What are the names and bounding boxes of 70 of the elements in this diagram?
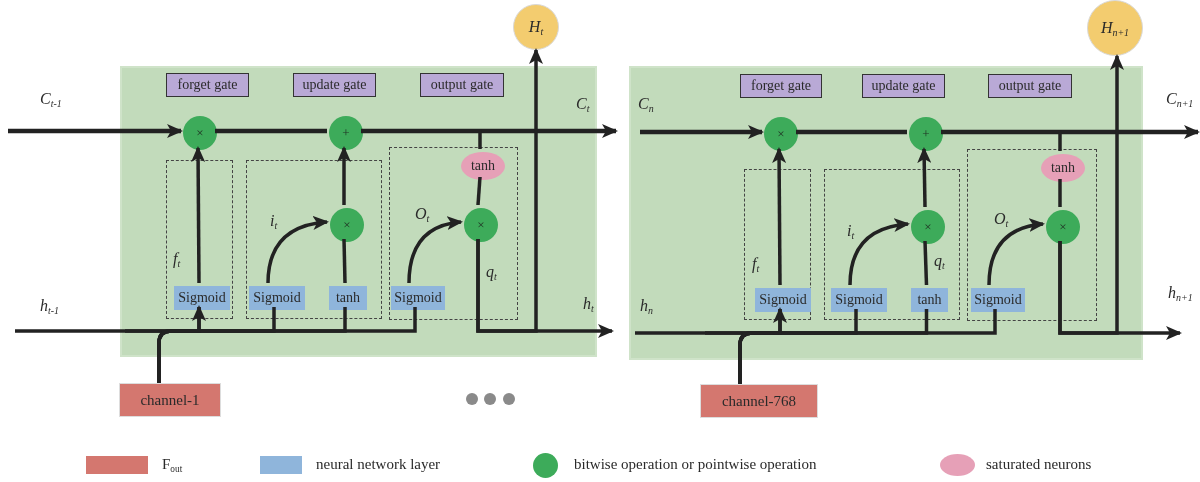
saturated-neuron-ellipse: tanh [1041,154,1085,182]
gate-label: update gate [862,74,945,98]
variable-label: q$_{t}$ [934,252,945,270]
operation-circle: + [909,117,943,151]
connector-arrow [15,305,206,333]
operation-circle: × [1046,210,1080,244]
variable-label: f$_{t}$ [173,250,181,268]
variable-label: h$_{n+1}$ [1168,284,1193,302]
connector-arrow [8,124,183,138]
dashed-group-frame [389,147,518,320]
gate-label: output gate [988,74,1072,98]
lstm-cell-panel [120,66,597,357]
layer-box: Sigmoid [249,286,305,310]
gate-label: update gate [293,73,376,97]
connector-arrow [337,146,351,205]
connector-arrow [640,125,764,139]
channel-box: channel-1 [119,383,221,417]
layer-box: Sigmoid [755,288,811,312]
operation-circle: × [330,208,364,242]
operation-circle: × [183,116,217,150]
variable-label: C$_{n+1}$ [1166,90,1194,108]
gate-label: output gate [420,73,504,97]
operation-circle: + [329,116,363,150]
saturated-neuron-ellipse: tanh [461,152,505,180]
dashed-group-frame [967,149,1097,321]
layer-box: Sigmoid [391,286,445,310]
dashed-group-frame [166,160,233,319]
legend-label: saturated neurons [986,456,1092,473]
variable-label: h$_{t}$ [583,295,594,313]
legend-label: F$_{out}$ [162,456,183,473]
layer-box: tanh [911,288,948,312]
connector-arrow [848,218,910,286]
connector-arrow [772,147,787,285]
variable-label: i$_{t}$ [847,222,855,240]
variable-label: q$_{t}$ [486,263,497,281]
variable-label: f$_{t}$ [752,255,760,273]
connector-arrow [1058,241,1182,340]
operation-circle: × [764,117,798,151]
connector-arrow [407,216,463,284]
layer-box: Sigmoid [831,288,887,312]
legend-label: neural network layer [316,456,441,473]
gate-label: forget gate [740,74,822,98]
lstm-cell-panel [629,66,1143,360]
variable-label: C$_{t}$ [576,95,590,113]
gate-label: forget gate [166,73,249,97]
variable-label: O$_{t}$ [415,205,430,223]
output-circle: H$_{t}$ [513,4,559,50]
connector-arrow [191,146,206,283]
variable-label: i$_{t}$ [270,212,278,230]
connector-arrow [917,147,932,208]
operation-circle: × [911,210,945,244]
connector-arrow [266,216,329,284]
variable-label: h$_{t-1}$ [40,297,59,315]
output-circle: H$_{n+1}$ [1087,0,1143,56]
channel-box: channel-768 [700,384,818,418]
dashed-group-frame [824,169,960,320]
operation-circle: × [464,208,498,242]
layer-box: Sigmoid [174,286,230,310]
connector-arrow [635,307,787,335]
dashed-group-frame [744,169,811,320]
variable-label: C$_{t-1}$ [40,90,62,108]
connector-arrow [476,239,614,338]
layer-box: Sigmoid [971,288,1025,312]
dashed-group-frame [246,160,382,319]
variable-label: C$_{n}$ [638,95,654,113]
legend-label: bitwise operation or pointwise operation [574,456,817,473]
connector-arrow [987,218,1045,286]
layer-box: tanh [329,286,367,310]
variable-label: h$_{n}$ [640,297,653,315]
variable-label: O$_{t}$ [994,210,1009,228]
